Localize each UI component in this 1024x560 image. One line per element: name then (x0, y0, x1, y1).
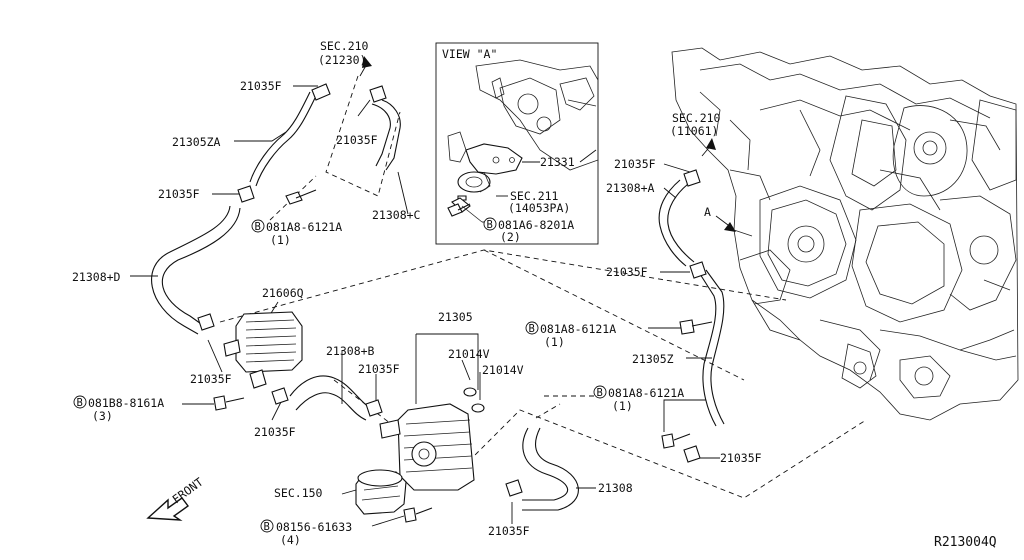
label-21305: 21305 (438, 310, 473, 324)
label-sec210-top: SEC.210 (320, 39, 369, 53)
label-21331: 21331 (540, 155, 575, 169)
label-21308b: 21308+B (326, 344, 375, 358)
label-view-arrow-a: A (704, 205, 711, 219)
label-21014v: 21014V (448, 347, 490, 361)
b-glyph: B (264, 521, 270, 533)
label-bolt-081b8-8161a: 081B8-8161A (88, 396, 164, 410)
label-bolt-qty: (4) (280, 533, 301, 547)
label-sec211: SEC.211 (510, 189, 559, 203)
label-bolt-081a8-6121a: 081A8-6121A (266, 220, 342, 234)
bolt-circle-icon: B B B B B B (73, 217, 607, 533)
front-arrow-icon (146, 497, 189, 521)
b-glyph: B (597, 387, 603, 399)
label-bolt-qty: (1) (612, 399, 633, 413)
diagram-reference-code: R213004Q (934, 535, 997, 550)
label-21035f: 21035F (240, 79, 282, 93)
label-21035f: 21035F (254, 425, 296, 439)
label-21035f: 21035F (488, 524, 530, 538)
tube-21305za (255, 95, 317, 187)
label-21308d: 21308+D (72, 270, 121, 284)
label-21014v: 21014V (482, 363, 524, 377)
label-view-a: VIEW "A" (442, 47, 497, 61)
oil-cooler-21305 (379, 403, 475, 491)
hose-21308b (289, 375, 371, 409)
tube-21305z (705, 269, 725, 425)
b-glyph: B (529, 323, 535, 335)
hose-21308d (161, 207, 241, 327)
label-21308a: 21308+A (606, 181, 655, 195)
label-21035f: 21035F (336, 133, 378, 147)
hose-21308 (522, 427, 569, 501)
label-21035f: 21035F (358, 362, 400, 376)
label-bolt-qty: (1) (544, 335, 565, 349)
label-bolt-081a6-8201a: 081A6-8201A (498, 218, 574, 232)
label-bolt-qty: (3) (92, 409, 113, 423)
oil-cooler-21606q (223, 311, 303, 389)
label-bolt-081a8-6121a: 081A8-6121A (608, 386, 684, 400)
label-sec210-right: SEC.210 (672, 111, 721, 125)
label-21606q: 21606Q (262, 286, 304, 300)
label-bolt-qty: (2) (500, 230, 521, 244)
part-labels: SEC.210 (21230) 21035F 21305ZA 21035F 21… (72, 39, 997, 550)
bolts (213, 189, 713, 523)
label-21305za: 21305ZA (172, 135, 221, 149)
hoses (151, 91, 725, 511)
pointer-arrow-icon (359, 56, 736, 232)
label-bolt-qty: (1) (270, 233, 291, 247)
hose-clamps (197, 83, 707, 497)
label-bolt-08156-61633: 08156-61633 (276, 520, 352, 534)
oil-filter-sec150 (355, 469, 407, 515)
label-21305z: 21305Z (632, 352, 674, 366)
label-sec210-top-sub: (21230) (318, 53, 366, 67)
label-front: FRONT (170, 475, 206, 507)
label-21035f: 21035F (720, 451, 762, 465)
label-21308c: 21308+C (372, 208, 421, 222)
hose-21308c (381, 99, 401, 171)
label-bolt-081a8-6121a: 081A8-6121A (540, 322, 616, 336)
label-sec150: SEC.150 (274, 486, 323, 500)
label-21035f: 21035F (190, 372, 232, 386)
view-a-box (435, 42, 599, 245)
label-21035f: 21035F (614, 157, 656, 171)
label-21308: 21308 (598, 481, 633, 495)
label-sec210-right-sub: (11061) (670, 124, 718, 138)
b-glyph: B (77, 397, 83, 409)
label-21035f: 21035F (606, 265, 648, 279)
engine-block (671, 47, 1019, 421)
b-glyph: B (487, 219, 493, 231)
b-glyph: B (255, 221, 261, 233)
label-21035f: 21035F (158, 187, 200, 201)
hose-21308a (667, 183, 695, 263)
label-sec211-sub: (14053PA) (508, 201, 570, 215)
